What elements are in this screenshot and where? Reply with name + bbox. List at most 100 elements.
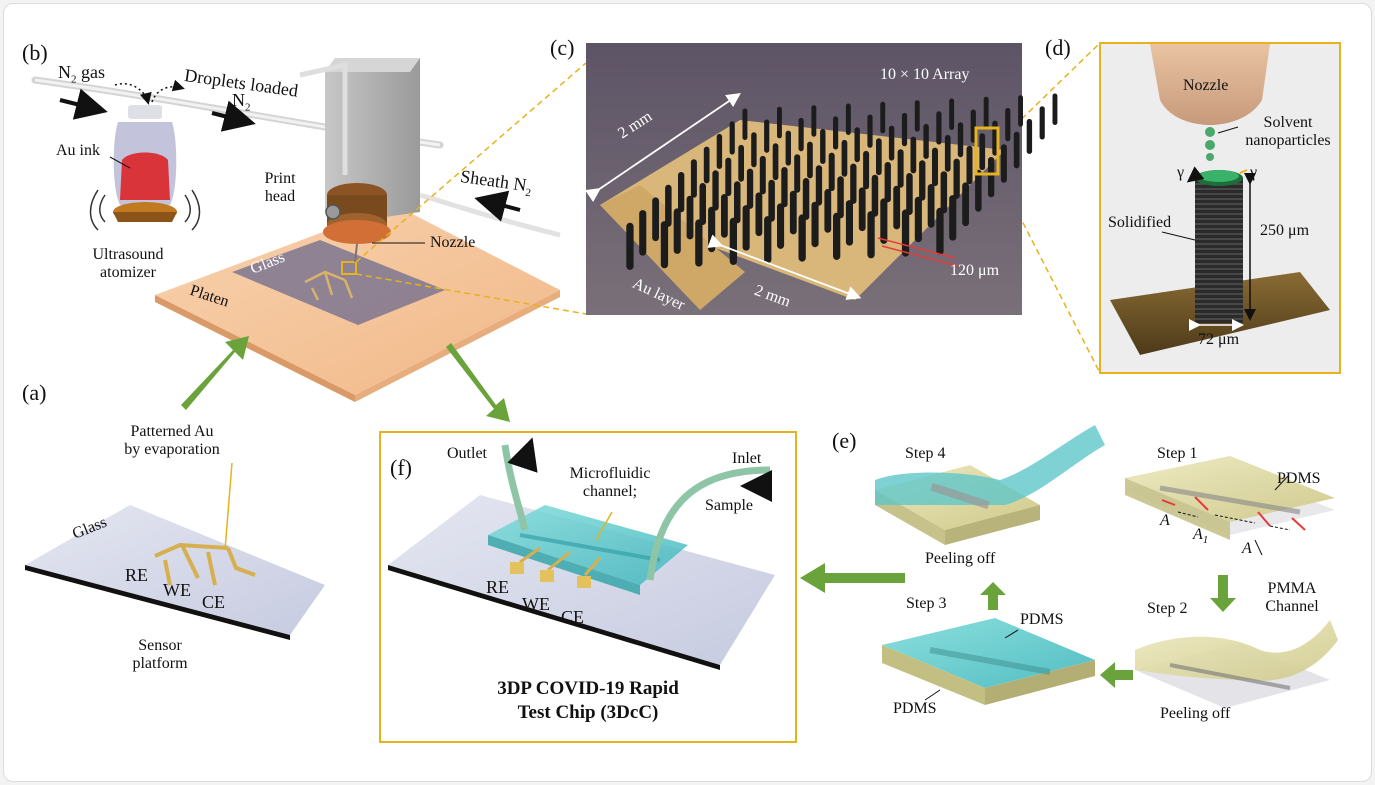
pillar	[833, 212, 841, 260]
array-label: 10 × 10 Array	[880, 66, 970, 83]
pillar	[815, 165, 823, 206]
pillar	[914, 196, 922, 243]
pillar	[660, 221, 669, 269]
nozzle-label-d: Nozzle	[1183, 77, 1229, 94]
pillar	[867, 211, 875, 259]
pillar	[820, 128, 826, 164]
panel-label-a: (a)	[22, 380, 47, 405]
pillar	[850, 163, 857, 204]
pillar	[751, 132, 757, 168]
channel-f	[519, 533, 661, 562]
focus-box-c	[974, 126, 1000, 176]
pillar	[802, 178, 810, 220]
pillar	[988, 157, 995, 198]
width-label: 72 μm	[1198, 331, 1240, 348]
pillar	[897, 149, 904, 188]
pillar	[686, 195, 694, 240]
pillar	[777, 203, 785, 249]
pillar-array-panel	[585, 43, 1058, 315]
height-label: 250 μm	[1260, 222, 1310, 239]
pillar	[932, 147, 938, 187]
pillar	[828, 152, 835, 192]
pillar	[690, 159, 697, 198]
ce-label-a: CE	[202, 592, 226, 612]
pillar	[789, 190, 797, 235]
pillar	[824, 189, 832, 233]
pillar	[699, 183, 706, 225]
platen-edge	[155, 295, 355, 402]
pillar	[841, 139, 848, 177]
pillar	[936, 207, 944, 255]
pillar	[944, 134, 951, 172]
test-chip-panel	[379, 431, 797, 743]
pillar	[914, 100, 920, 132]
pillar	[880, 198, 888, 244]
pillar	[880, 101, 886, 134]
panel-label-d: (d)	[1045, 35, 1071, 60]
n2-flow-arrow	[59, 88, 108, 120]
pillar	[781, 167, 788, 208]
pdms-label-step3-top: PDMS	[1020, 611, 1064, 628]
re-label-a: RE	[125, 565, 149, 585]
pillar	[665, 184, 672, 227]
glass-slide-a	[25, 505, 325, 635]
pillar	[919, 160, 926, 201]
arrow-step1-to-2	[1210, 575, 1236, 612]
pillar	[725, 157, 732, 197]
pillar	[962, 182, 969, 227]
dim-line-bottom	[707, 234, 862, 300]
pillar	[777, 106, 782, 139]
peel-label-step2: Peeling off	[1160, 705, 1231, 722]
a-left-label: A	[1160, 512, 1170, 529]
pillar	[772, 143, 779, 181]
pillar	[652, 197, 659, 242]
print-head-box	[325, 58, 420, 225]
pillar	[837, 176, 844, 219]
pillar	[936, 111, 942, 145]
pillar	[811, 201, 819, 248]
pitch-marker	[877, 237, 959, 267]
pillar	[759, 155, 766, 195]
pillar	[703, 146, 710, 184]
outlet-tube	[501, 444, 529, 531]
pillar	[957, 122, 964, 158]
arrow-a-to-b	[181, 336, 249, 410]
a-right-label: A	[1242, 540, 1252, 557]
pillar	[785, 130, 791, 166]
pillar	[876, 138, 882, 176]
pillar	[979, 133, 986, 171]
pillar	[712, 170, 719, 211]
pillar	[949, 98, 955, 130]
printer-scene	[31, 58, 561, 402]
pillar	[721, 194, 728, 238]
au-ink-label: Au ink	[56, 142, 100, 159]
pillar	[867, 114, 873, 148]
panel-label-b: (b)	[22, 40, 48, 65]
pillar	[639, 210, 647, 256]
pitch-label: 120 μm	[950, 262, 1000, 279]
pillar	[794, 154, 801, 193]
panel-label-c: (c)	[550, 35, 575, 60]
pillar	[695, 219, 703, 267]
pillar	[678, 172, 685, 213]
we-label-f: WE	[522, 594, 550, 614]
inlet-label: Inlet	[732, 450, 762, 467]
sheath-flow-arrow	[474, 190, 521, 222]
pillar	[906, 173, 913, 215]
dim-line-top	[585, 92, 741, 203]
step3-label: Step 3	[906, 595, 947, 612]
pillar	[893, 185, 901, 230]
solidified-pillar	[1195, 178, 1243, 323]
pillar	[858, 187, 866, 232]
pillar	[742, 108, 748, 140]
fabrication-steps	[875, 425, 1338, 708]
electrodes-a	[154, 542, 256, 586]
re-label-f: RE	[486, 577, 510, 597]
pillar	[940, 171, 948, 214]
pillar	[983, 96, 989, 129]
